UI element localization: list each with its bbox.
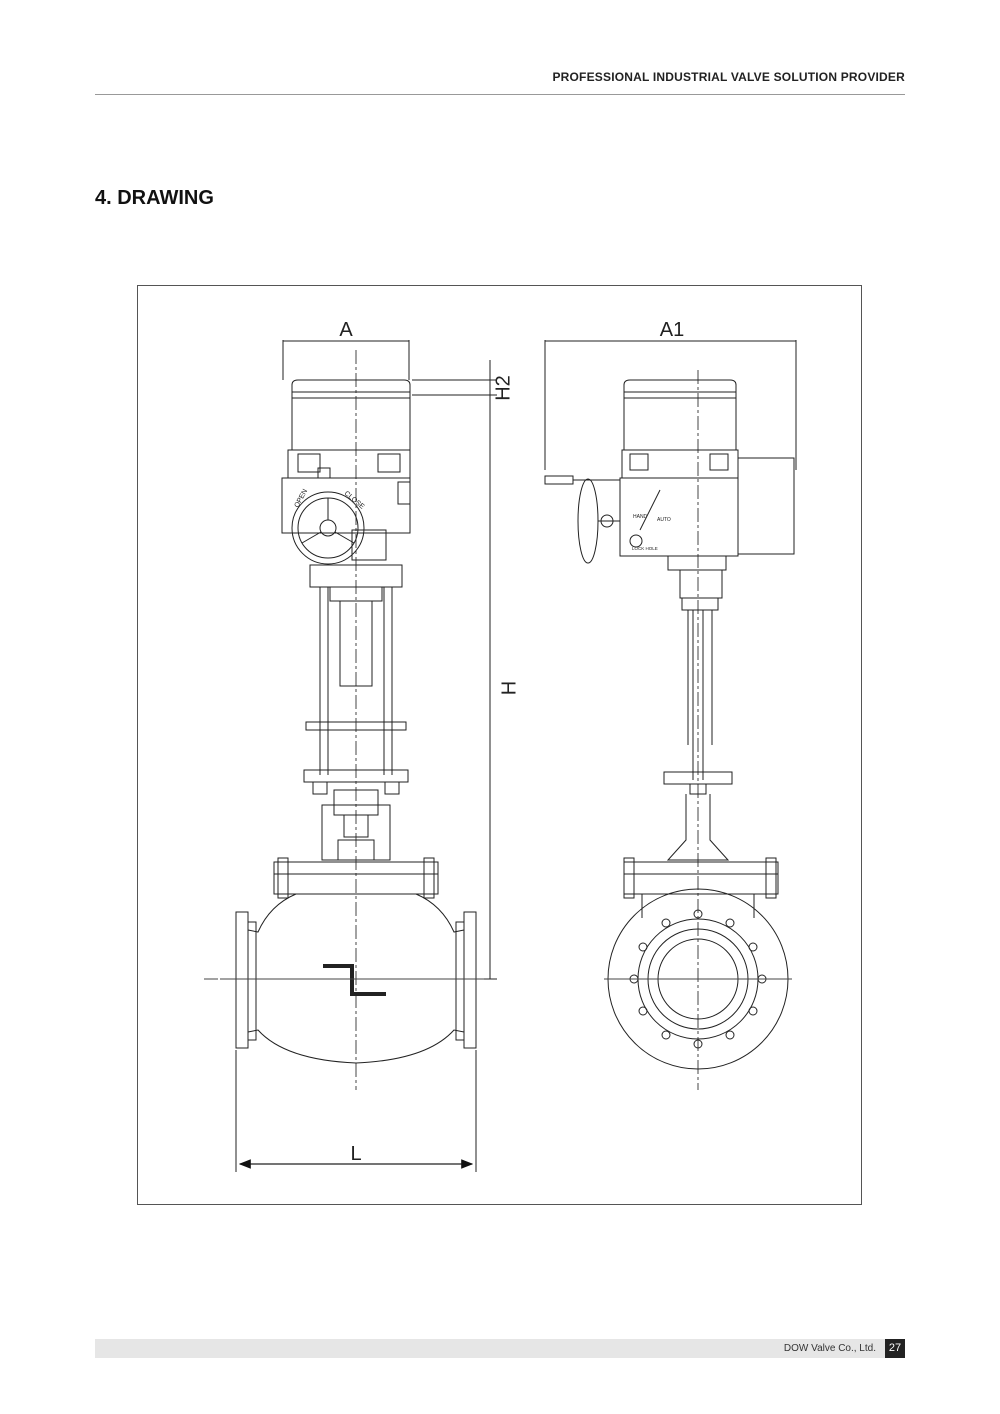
header-tagline: PROFESSIONAL INDUSTRIAL VALVE SOLUTION P… [552, 70, 905, 84]
dimension-label-a: A [339, 319, 353, 341]
label-auto: AUTO [657, 517, 671, 523]
footer-bar [95, 1339, 905, 1358]
dimension-label-h2: H2 [492, 375, 514, 401]
header-divider [95, 94, 905, 95]
label-hand: HAND [633, 514, 648, 520]
side-view [544, 340, 797, 1090]
dimension-label-a1: A1 [660, 319, 684, 341]
label-lock-hole: LOCK HOLE [632, 546, 658, 551]
label-close: CLOSE [343, 490, 366, 511]
section-title: 4. DRAWING [95, 187, 214, 209]
footer-company: DOW Valve Co., Ltd. [783, 1343, 876, 1354]
page-number: 27 [885, 1339, 905, 1358]
front-view [204, 340, 497, 1172]
dimension-label-l: L [350, 1143, 361, 1165]
drawing-frame [137, 285, 862, 1205]
dimension-label-h: H [498, 681, 520, 695]
